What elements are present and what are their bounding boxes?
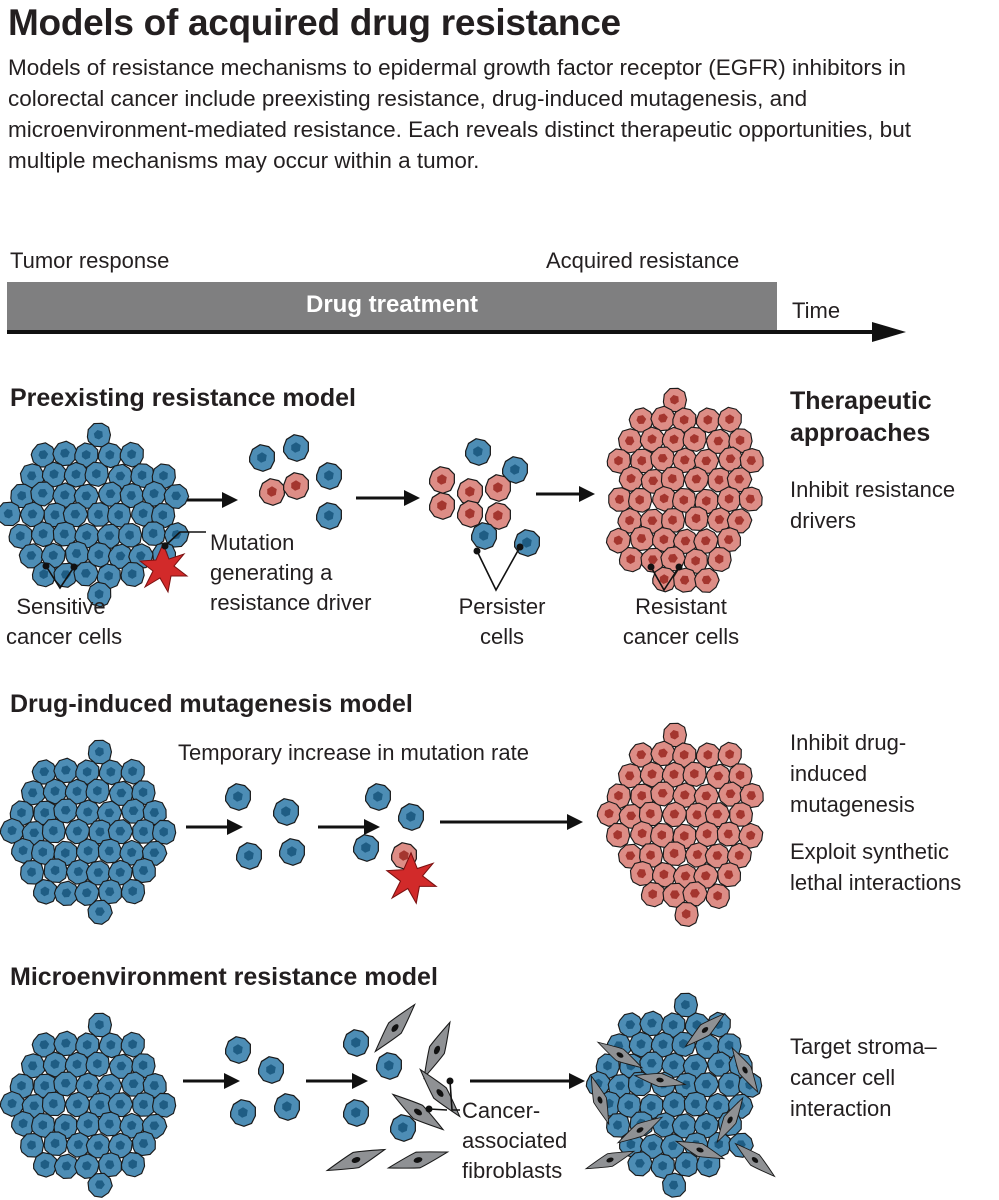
sensitive-cell — [316, 502, 342, 530]
fibroblast — [385, 1143, 451, 1177]
resistant-cell — [457, 500, 483, 528]
flow-arrow — [183, 1073, 240, 1089]
sensitive-cell — [376, 1052, 402, 1080]
sensitive-cell — [283, 434, 309, 462]
flow-arrow — [306, 1073, 368, 1089]
mutagenesis-model-heading: Drug-induced mutagenesis model — [10, 690, 413, 718]
mutation-rate-label: Temporary increase in mutation rate — [178, 740, 529, 765]
drug-treatment-bar: Drug treatment — [7, 282, 777, 332]
callout-lines — [45, 531, 680, 1111]
sensitive-cell — [273, 798, 299, 826]
flow-arrow — [356, 490, 420, 506]
resistant-cell — [259, 478, 285, 506]
fibroblast — [368, 998, 422, 1058]
flow-arrows — [183, 486, 595, 1089]
sensitive-cell — [471, 522, 497, 550]
microenvironment-model-heading: Microenvironment resistance model — [10, 963, 438, 991]
figure-subtitle: Models of resistance mechanisms to epide… — [8, 55, 911, 173]
sensitive-cell — [343, 1029, 369, 1057]
sensitive-cell — [398, 803, 424, 831]
resistant-cell — [429, 492, 455, 520]
fibroblast — [730, 1137, 780, 1183]
resistant-tumor-mass — [604, 384, 769, 598]
sensitive-cell — [236, 842, 262, 870]
sensitive-cell — [343, 1099, 369, 1127]
sensitive-cell — [225, 1036, 251, 1064]
sensitive-cell — [274, 1093, 300, 1121]
flow-arrow — [186, 819, 243, 835]
persister-cell-cluster — [429, 438, 540, 557]
sensitive-cell — [279, 838, 305, 866]
time-axis-label: Time — [792, 298, 841, 323]
tumor-response-label: Tumor response — [10, 248, 170, 273]
microenvironment-resistant-tumor-mass — [583, 989, 780, 1200]
sensitive-cell — [353, 834, 379, 862]
sensitive-cell — [32, 878, 58, 905]
sensitive-cell — [365, 783, 391, 811]
time-axis-arrow — [7, 322, 906, 342]
callout-dots — [42, 542, 683, 1113]
flow-arrow — [183, 492, 238, 508]
sensitive-cell — [514, 529, 540, 557]
flow-arrow — [536, 486, 595, 502]
fibroblast — [323, 1141, 389, 1179]
resistant-cell — [283, 472, 309, 500]
sensitive-cell — [390, 1114, 416, 1142]
sensitive-cell — [258, 1056, 284, 1084]
mutagenesis-resistant-tumor-mass — [595, 719, 769, 929]
flow-arrow — [470, 1073, 585, 1089]
mutagenesis-initial-tumor-mass — [0, 736, 178, 929]
acquired-resistance-label: Acquired resistance — [546, 248, 740, 273]
flow-arrow — [318, 819, 380, 835]
sensitive-cell — [249, 444, 275, 472]
sensitive-cell — [32, 1151, 58, 1178]
sensitive-cell — [230, 1099, 256, 1127]
preexisting-model-heading: Preexisting resistance model — [10, 384, 356, 412]
sensitive-cell — [465, 438, 491, 466]
flow-arrow — [440, 814, 583, 830]
resistant-cell — [485, 474, 511, 502]
resistant-cell — [429, 466, 455, 494]
microenvironment-initial-tumor-mass — [0, 1009, 178, 1200]
figure-title: Models of acquired drug resistance — [8, 2, 621, 43]
drug-treatment-label: Drug treatment — [305, 291, 479, 318]
cells-with-fibroblasts — [323, 998, 467, 1179]
sensitive-cell — [225, 783, 251, 811]
sensitive-cell — [316, 462, 342, 490]
post-treatment-cell-cluster — [249, 434, 342, 530]
